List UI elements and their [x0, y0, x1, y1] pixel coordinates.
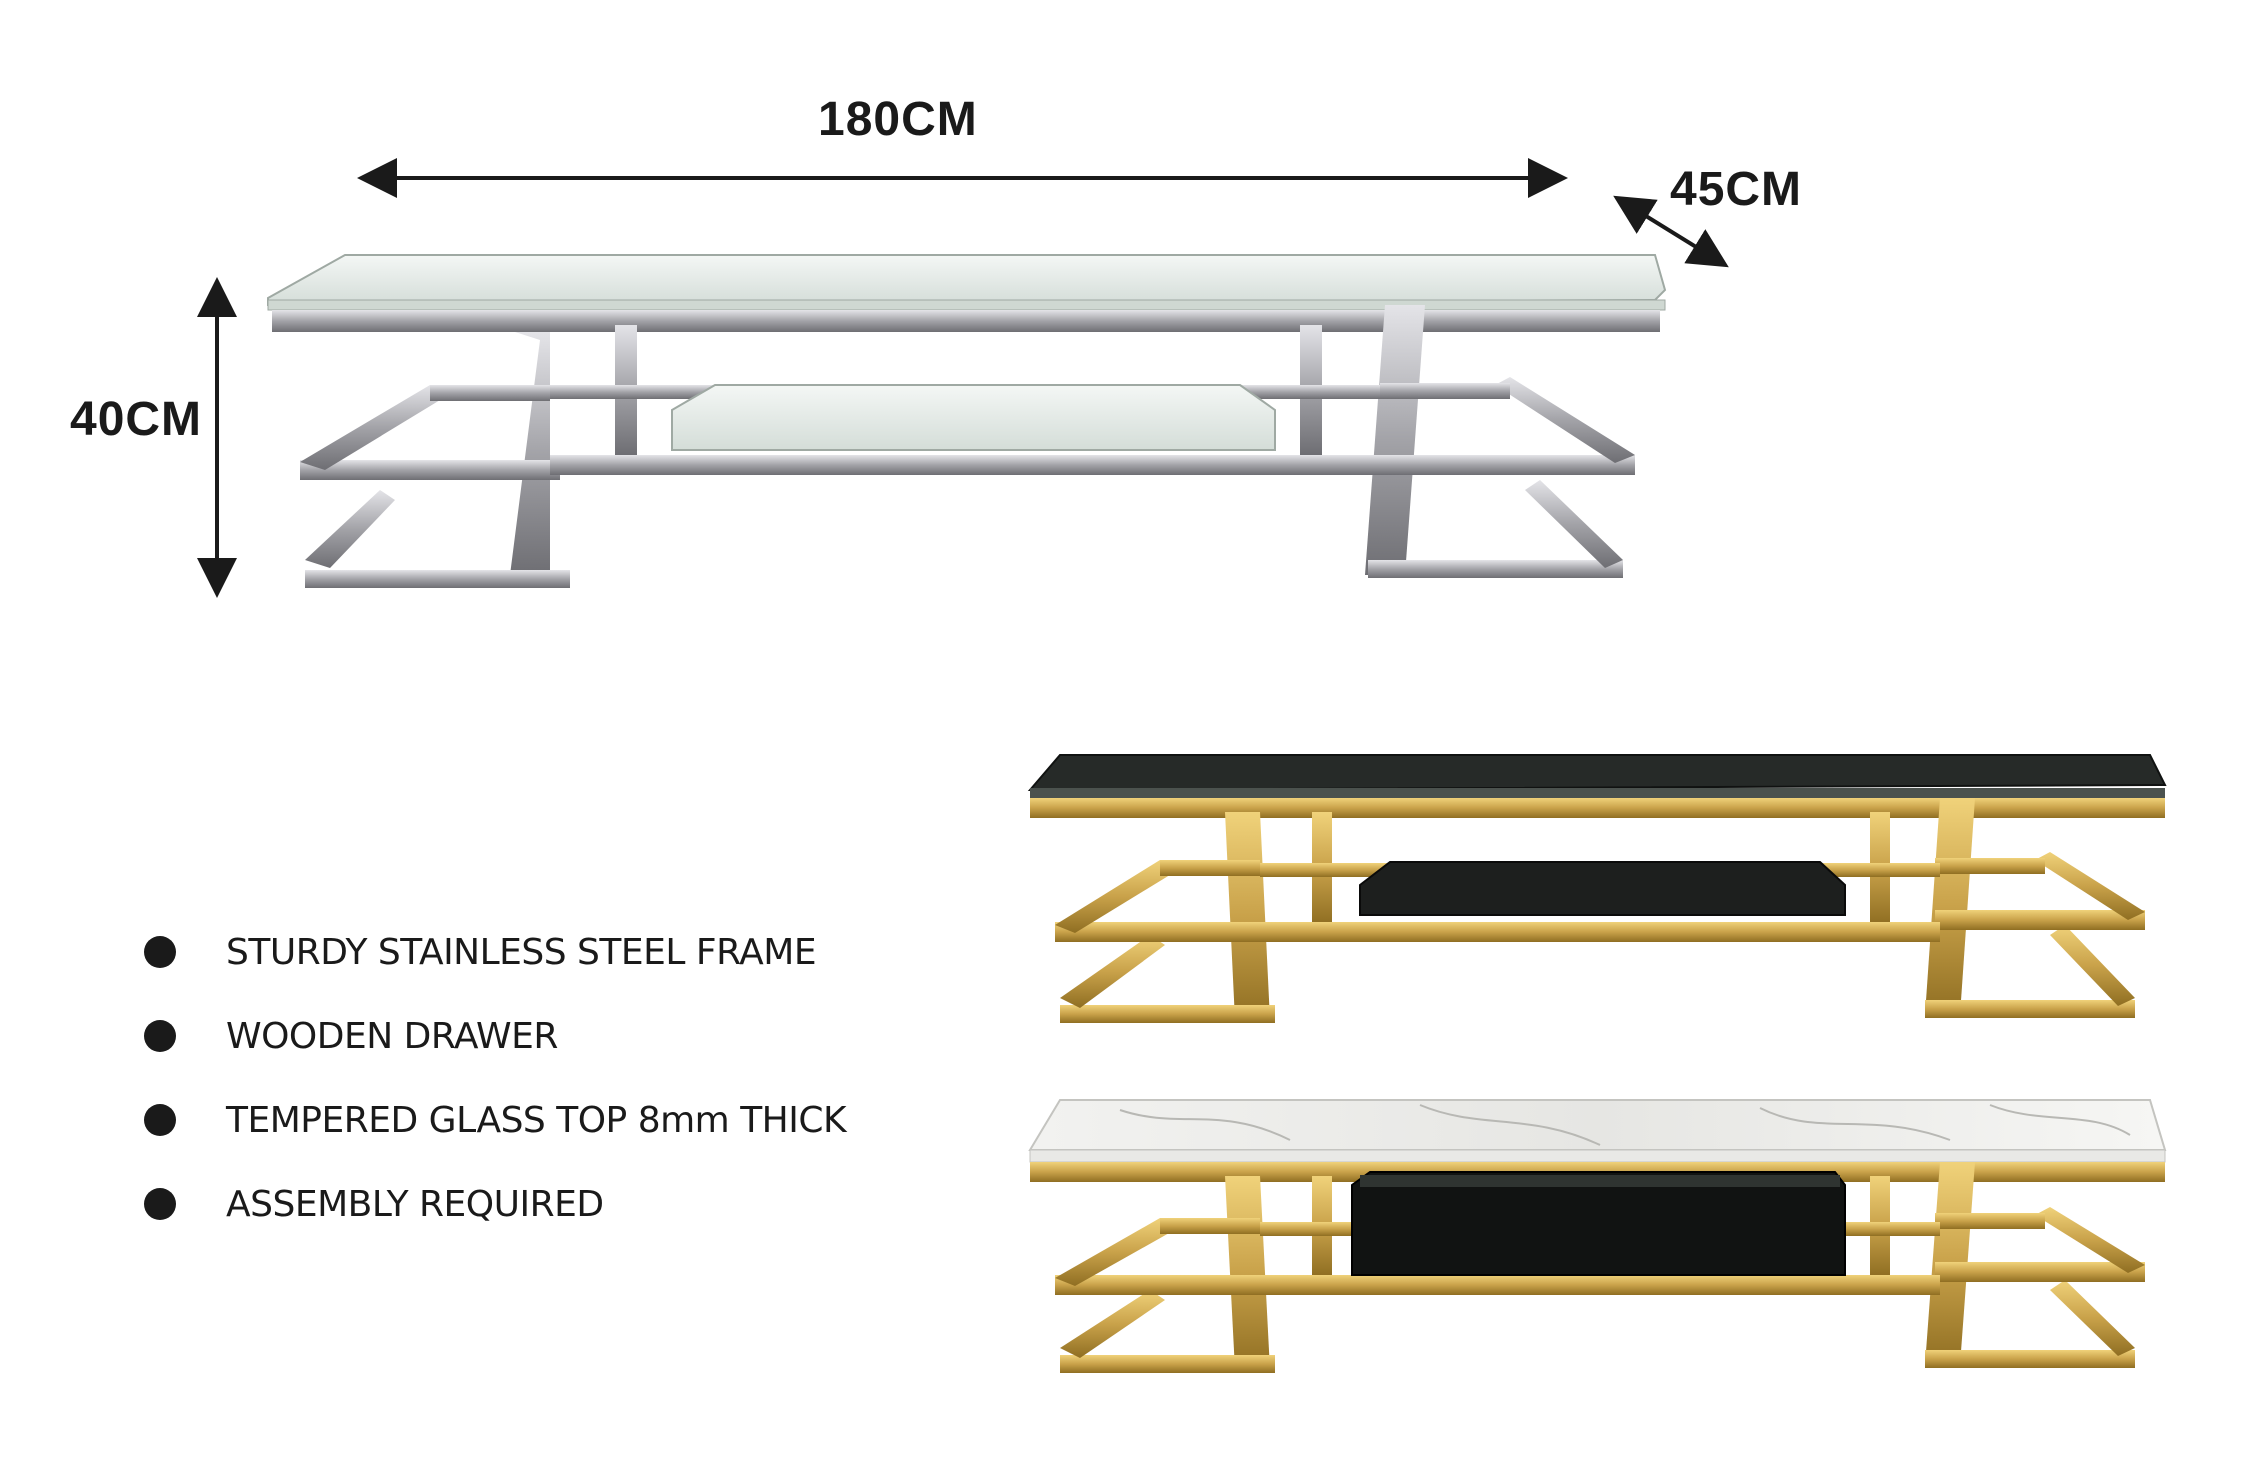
feature-text: TEMPERED GLASS TOP 8mm THICK [226, 1100, 847, 1141]
length-dimension-label: 180CM [818, 93, 978, 146]
bullet-icon [144, 1020, 176, 1052]
gold-marble-tv-stand-image [1028, 1099, 2167, 1373]
depth-dimension-arrow [1613, 195, 1729, 268]
bullet-icon [144, 1188, 176, 1220]
depth-dimension-label: 45CM [1670, 163, 1803, 216]
bullet-icon [144, 1104, 176, 1136]
feature-text: STURDY STAINLESS STEEL FRAME [226, 932, 817, 973]
feature-text: ASSEMBLY REQUIRED [226, 1184, 604, 1225]
bullet-icon [144, 936, 176, 968]
height-dimension-label: 40CM [70, 393, 203, 446]
feature-text: WOODEN DRAWER [226, 1016, 558, 1057]
gold-black-glass-tv-stand-image [1027, 754, 2167, 1023]
chrome-tv-stand-image [267, 254, 1667, 588]
